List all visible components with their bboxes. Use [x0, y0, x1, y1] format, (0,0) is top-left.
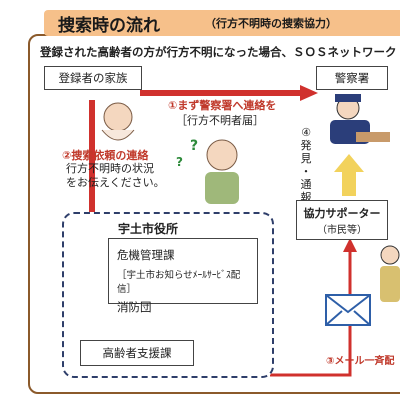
step4-number: ④ [301, 126, 311, 139]
fire-corps-label: 消防団 [117, 300, 152, 314]
svg-text:?: ? [190, 138, 198, 154]
step3-label: ③メール一斉配 [326, 356, 395, 367]
node-police: 警察署 [316, 66, 388, 90]
step4-char-c: ・ [300, 165, 312, 178]
crisis-box: 危機管理課 ［宇土市お知らせﾒｰﾙｻｰﾋﾞｽ配信］ 消防団 [108, 238, 258, 314]
supporter-sublabel: （市民等） [317, 225, 367, 236]
header-text: 登録された高齢者の方が行方不明になった場合、ＳＯＳネットワーク [40, 45, 397, 59]
supporter-label: 協力サポーター [303, 207, 381, 220]
arrow-supporter-to-police [342, 170, 356, 196]
node-family: 登録者の家族 [44, 66, 142, 90]
step2-line2: をお伝えください。 [66, 176, 165, 189]
arrowhead-police-yellow [334, 154, 364, 172]
arrowhead-police [300, 85, 318, 101]
title-bar [44, 10, 400, 36]
elderly-person-icon [206, 139, 238, 171]
step2-line1: 行方不明時の状況 [66, 162, 154, 175]
step1-sublabel: ［行方不明者届］ [176, 114, 264, 127]
family-person-icon [103, 102, 133, 132]
node-supporter: 協力サポーター （市民等） [296, 200, 388, 240]
diagram-subtitle: （行方不明時の捜索協力） [205, 17, 337, 30]
city-office-label: 宇土市役所 [118, 222, 179, 236]
step4-char-e: 報 [300, 191, 312, 204]
step2-label: ②捜索依頼の連絡 [62, 149, 149, 162]
node-elderly-support: 高齢者支援課 [80, 340, 194, 366]
citizen-icon [380, 245, 400, 265]
crisis-dept-label: 危機管理課 [117, 248, 175, 262]
arrow-mail-flow [270, 248, 352, 377]
step4-char-d: 通 [300, 178, 312, 191]
step4-char-a: 発 [300, 139, 312, 152]
arrowhead-supporter [343, 238, 357, 252]
svg-text:?: ? [176, 155, 183, 169]
step1-label: ①まず警察署へ連絡を [168, 99, 277, 112]
diagram-title: 捜索時の流れ [58, 16, 160, 36]
step4-label: ④ 発 見 ・ 通 報 [298, 126, 314, 204]
mail-service-label: ［宇土市お知らせﾒｰﾙｻｰﾋﾞｽ配信］ [117, 270, 241, 295]
step4-char-b: 見 [300, 152, 312, 165]
